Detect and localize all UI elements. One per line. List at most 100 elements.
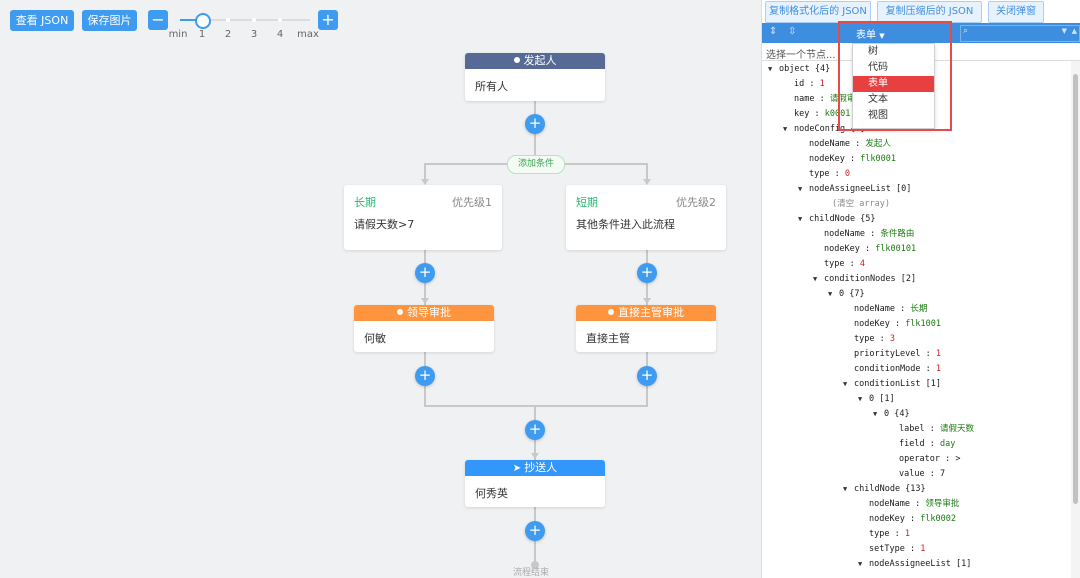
tree-row[interactable]: operator : > <box>888 452 960 467</box>
tree-key[interactable]: 0 <box>884 409 890 419</box>
tree-row[interactable]: type : 0 <box>798 167 850 182</box>
close-dialog-button[interactable]: 关闭弹窗 <box>988 1 1044 23</box>
tree-key[interactable]: id <box>794 79 805 89</box>
tree-row[interactable]: id : 1 <box>783 77 825 92</box>
tree-row[interactable]: type : 1 <box>858 527 910 542</box>
expand-toggle-icon[interactable]: ▼ <box>783 125 788 133</box>
tree-row[interactable]: ▼conditionNodes [2] <box>813 272 916 287</box>
tree-row[interactable]: priorityLevel : 1 <box>843 347 941 362</box>
tree-key[interactable]: label <box>899 424 925 434</box>
add-node-button[interactable]: + <box>525 521 545 541</box>
expand-toggle-icon[interactable]: ▼ <box>843 485 848 493</box>
tree-value[interactable]: 3 <box>889 334 895 344</box>
tree-row[interactable]: ▼nodeAssigneeList [0] <box>798 182 911 197</box>
copy-formatted-json-button[interactable]: 复制格式化后的 JSON <box>765 1 871 23</box>
tree-row[interactable]: setType : 1 <box>858 542 925 557</box>
tree-key[interactable]: nodeKey <box>854 319 890 329</box>
tree-row[interactable]: nodeName : 发起人 <box>798 137 891 152</box>
tree-row[interactable]: ▼nodeAssigneeList [1] <box>858 557 971 572</box>
tree-row[interactable]: nodeKey : flk1001 <box>843 317 941 332</box>
tree-key[interactable]: name <box>794 94 815 104</box>
add-node-button[interactable]: + <box>415 366 435 386</box>
approver-node-1[interactable]: 领导审批 何敏 <box>354 305 494 352</box>
mode-menu-item[interactable]: 文本 <box>868 94 888 105</box>
tree-row[interactable]: name : 请假审批 <box>783 92 864 107</box>
tree-row[interactable]: type : 4 <box>813 257 865 272</box>
collapse-all-icon[interactable]: ⇳ <box>788 26 797 37</box>
tree-value[interactable]: k0001 <box>824 109 851 119</box>
tree-row[interactable]: (清空 array) <box>813 197 890 212</box>
add-node-button[interactable]: + <box>525 114 545 134</box>
search-next-icon[interactable]: ▲ <box>1071 27 1077 35</box>
tree-key[interactable]: childNode <box>809 214 856 224</box>
tree-row[interactable]: nodeName : 长期 <box>843 302 927 317</box>
tree-key[interactable]: operator <box>899 454 940 464</box>
initiator-node[interactable]: 发起人 所有人 <box>465 53 605 101</box>
expand-toggle-icon[interactable]: ▼ <box>813 275 818 283</box>
tree-key[interactable]: nodeAssigneeList <box>869 559 951 569</box>
expand-toggle-icon[interactable]: ▼ <box>768 65 773 73</box>
save-image-button[interactable]: 保存图片 <box>82 10 137 31</box>
tree-row[interactable]: ▼childNode {5} <box>798 212 876 227</box>
mode-menu-item[interactable]: 代码 <box>868 62 888 73</box>
tree-row[interactable]: nodeKey : flk0002 <box>858 512 956 527</box>
copy-compressed-json-button[interactable]: 复制压缩后的 JSON <box>877 1 982 23</box>
tree-value[interactable]: 1 <box>935 364 942 374</box>
tree-row[interactable]: ▼0 [1] <box>858 392 895 407</box>
tree-row[interactable]: ▼0 {7} <box>828 287 865 302</box>
tree-key[interactable]: value <box>899 469 925 479</box>
zoom-slider-handle[interactable] <box>195 13 211 29</box>
tree-key[interactable]: conditionNodes <box>824 274 896 284</box>
tree-key[interactable]: key <box>794 109 810 119</box>
tree-row[interactable]: nodeName : 领导审批 <box>858 497 959 512</box>
tree-row[interactable]: ▼conditionList [1] <box>843 377 941 392</box>
expand-all-icon[interactable]: ⇕ <box>769 26 778 37</box>
expand-toggle-icon[interactable]: ▼ <box>858 395 863 403</box>
tree-key[interactable]: object <box>779 64 810 74</box>
tree-row[interactable]: nodeName : 条件路由 <box>813 227 914 242</box>
condition-node-1[interactable]: 长期 优先级1 请假天数>7 <box>344 185 502 250</box>
tree-row[interactable]: type : 3 <box>843 332 895 347</box>
tree-key[interactable]: type <box>854 334 875 344</box>
mode-menu-item[interactable]: 树 <box>868 46 878 57</box>
expand-toggle-icon[interactable]: ▼ <box>873 410 878 418</box>
tree-value[interactable]: flk00101 <box>875 244 917 254</box>
tree-key[interactable]: field <box>899 439 925 449</box>
tree-key[interactable]: 0 <box>869 394 875 404</box>
scrollbar-thumb[interactable] <box>1073 74 1078 504</box>
tree-key[interactable]: nodeName <box>824 229 865 239</box>
add-node-button[interactable]: + <box>637 366 657 386</box>
tree-value[interactable]: 长期 <box>910 304 928 314</box>
tree-value[interactable]: 请假天数 <box>939 424 974 434</box>
tree-key[interactable]: nodeKey <box>869 514 905 524</box>
tree-key[interactable]: priorityLevel <box>854 349 921 359</box>
tree-key[interactable]: nodeConfig <box>794 124 846 134</box>
tree-row[interactable]: key : k0001 <box>783 107 850 122</box>
search-prev-icon[interactable]: ▼ <box>1061 27 1067 35</box>
tree-key[interactable]: nodeName <box>854 304 895 314</box>
tree-key[interactable]: type <box>824 259 845 269</box>
tree-row[interactable]: ▼0 {4} <box>873 407 910 422</box>
tree-key[interactable]: 0 <box>839 289 845 299</box>
tree-value[interactable]: 条件路由 <box>880 229 915 239</box>
mode-dropdown[interactable]: 表单 ▼ <box>856 26 885 41</box>
add-node-button[interactable]: + <box>525 420 545 440</box>
tree-row[interactable]: ▼object {4} <box>768 62 830 77</box>
zoom-slider-track[interactable] <box>180 19 310 21</box>
search-input[interactable]: ⌕ ▼ ▲ <box>960 25 1080 42</box>
tree-row[interactable]: field : day <box>888 437 955 452</box>
tree-value[interactable]: 领导审批 <box>925 499 960 509</box>
tree-value[interactable]: flk1001 <box>905 319 942 329</box>
tree-value[interactable]: 1 <box>935 349 942 359</box>
tree-value[interactable]: 1 <box>920 544 926 554</box>
expand-toggle-icon[interactable]: ▼ <box>798 215 803 223</box>
tree-key[interactable]: conditionList <box>854 379 921 389</box>
tree-value[interactable]: flk0002 <box>920 514 957 524</box>
expand-toggle-icon[interactable]: ▼ <box>828 290 833 298</box>
tree-key[interactable]: nodeName <box>869 499 910 509</box>
tree-value[interactable]: 1 <box>819 79 825 89</box>
tree-value[interactable]: day <box>939 439 956 449</box>
approver-node-2[interactable]: 直接主管审批 直接主管 <box>576 305 716 352</box>
mode-menu-item[interactable]: 视图 <box>868 110 888 121</box>
tree-key[interactable]: nodeName <box>809 139 850 149</box>
